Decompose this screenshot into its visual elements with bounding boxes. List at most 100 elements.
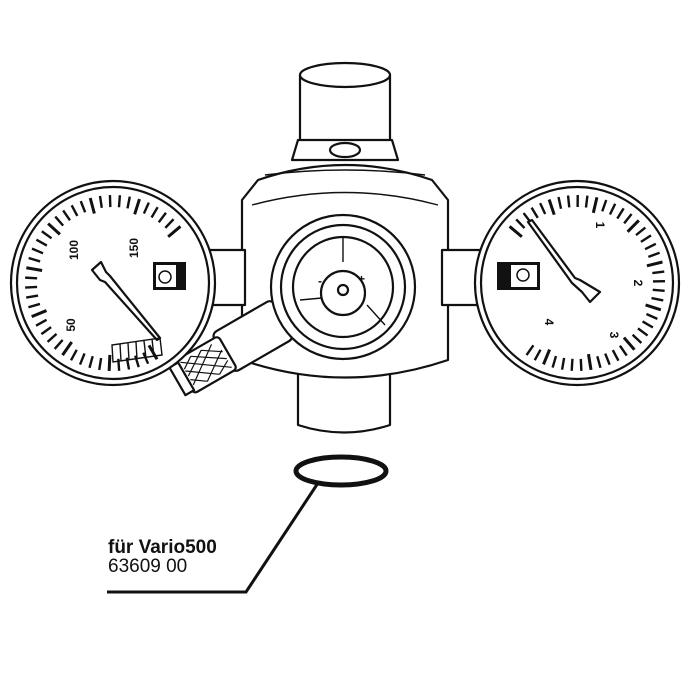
pressure-adjust-dial[interactable]: - +: [269, 213, 417, 361]
gauge-tick: [641, 320, 654, 329]
gauge-tick: [41, 230, 53, 240]
left-gauge-label-50: 50: [64, 318, 78, 332]
gauge-tick: [644, 242, 657, 251]
gauge-tick: [616, 207, 625, 220]
gauge-tick: [46, 332, 58, 343]
plus-sign: +: [358, 272, 365, 286]
gauge-tick: [142, 352, 150, 365]
gauge-tick: [608, 203, 617, 216]
gauge-tick: [40, 326, 52, 336]
gauge-tick: [651, 296, 664, 302]
gauge-tick: [645, 303, 662, 312]
leader-line: [107, 482, 320, 594]
gauge-tick: [88, 197, 96, 214]
gauge-tick: [640, 234, 652, 243]
gauge-tick: [547, 199, 556, 216]
gauge-tick: [53, 339, 64, 350]
gauge-tick: [54, 215, 65, 227]
gauge-tick: [98, 357, 103, 371]
gauge-tick: [533, 349, 542, 361]
gauge-tick: [117, 195, 122, 208]
gauge-tick: [25, 276, 38, 280]
gauge-tick: [601, 199, 608, 212]
part-number-label: 63609 00: [108, 556, 188, 577]
gauge-tick: [591, 196, 599, 214]
gauge-tick: [631, 333, 643, 344]
gauge-tick: [570, 358, 574, 371]
gauge-tick: [626, 219, 640, 233]
gauge-tick: [78, 353, 86, 366]
gauge-tick: [88, 355, 94, 369]
gauge-tick: [126, 196, 131, 209]
gauge-tick: [69, 349, 78, 361]
gauge-tick: [557, 196, 563, 209]
left-gauge-ticks: [25, 195, 182, 371]
minus-sign: -: [318, 274, 322, 288]
gauge-tick: [142, 202, 150, 215]
gauge-tick: [31, 309, 48, 319]
gauge-tick: [611, 349, 620, 362]
gauge-tick: [508, 225, 523, 238]
gauge-tick: [645, 312, 658, 320]
gauge-tick: [596, 355, 602, 369]
gauge-tick: [167, 225, 182, 238]
gauge-tick: [604, 353, 611, 366]
gauge-tick: [79, 200, 87, 213]
gauge-tick: [515, 218, 526, 229]
gauge-tick: [551, 355, 558, 368]
gauge-tick: [579, 358, 583, 371]
right-gauge-label-2: 2: [631, 280, 645, 287]
left-gauge-label-150: 150: [127, 238, 141, 258]
gauge-tick: [525, 344, 535, 356]
o-ring: [293, 454, 389, 488]
gauge-tick: [107, 354, 112, 371]
gauge-tick: [28, 302, 41, 309]
gauge-tick: [652, 270, 665, 275]
left-pressure-gauge: 100 150 50: [9, 179, 217, 387]
gauge-tick: [647, 251, 661, 258]
gauge-tick: [28, 256, 41, 263]
gauge-tick: [618, 345, 628, 357]
gauge-tick: [637, 327, 649, 337]
top-inlet-cylinder: [298, 61, 392, 148]
gauge-tick: [98, 195, 103, 209]
right-gauge-label-4: 4: [542, 319, 556, 326]
gauge-tick: [623, 213, 633, 225]
gauge-tick: [566, 195, 571, 208]
right-gauge-ticks: [508, 194, 666, 371]
gauge-tick: [560, 357, 566, 370]
right-pressure-gauge: 1 2 3 4: [473, 179, 681, 387]
gauge-tick: [61, 341, 73, 356]
gauge-tick: [150, 206, 159, 219]
gauge-tick: [26, 294, 39, 299]
hex-nut: [290, 138, 400, 162]
right-gauge-logo: [497, 262, 540, 290]
gauge-tick: [164, 218, 175, 229]
gauge-tick: [26, 266, 43, 272]
gauge-tick: [70, 204, 79, 217]
gauge-tick: [35, 318, 48, 327]
gauge-tick: [622, 336, 636, 351]
gauge-tick: [31, 247, 44, 255]
right-gauge-label-1: 1: [593, 222, 607, 229]
left-gauge-label-100: 100: [67, 240, 81, 260]
gauge-tick: [157, 211, 167, 224]
gauge-tick: [652, 288, 665, 293]
gauge-tick: [646, 260, 663, 268]
gauge-tick: [584, 195, 589, 208]
gauge-tick: [134, 355, 140, 368]
gauge-tick: [133, 198, 141, 215]
left-gauge-logo: [153, 262, 186, 290]
gauge-tick: [62, 209, 71, 222]
part-name-label: für Vario500: [108, 537, 217, 558]
gauge-tick: [635, 226, 647, 237]
gauge-tick: [586, 353, 593, 371]
gauge-tick: [25, 285, 38, 289]
gauge-tick: [542, 349, 551, 365]
gauge-tick: [47, 222, 61, 236]
right-gauge-label-3: 3: [607, 332, 621, 339]
gauge-tick: [530, 207, 539, 219]
right-gauge-needle: [526, 218, 602, 304]
